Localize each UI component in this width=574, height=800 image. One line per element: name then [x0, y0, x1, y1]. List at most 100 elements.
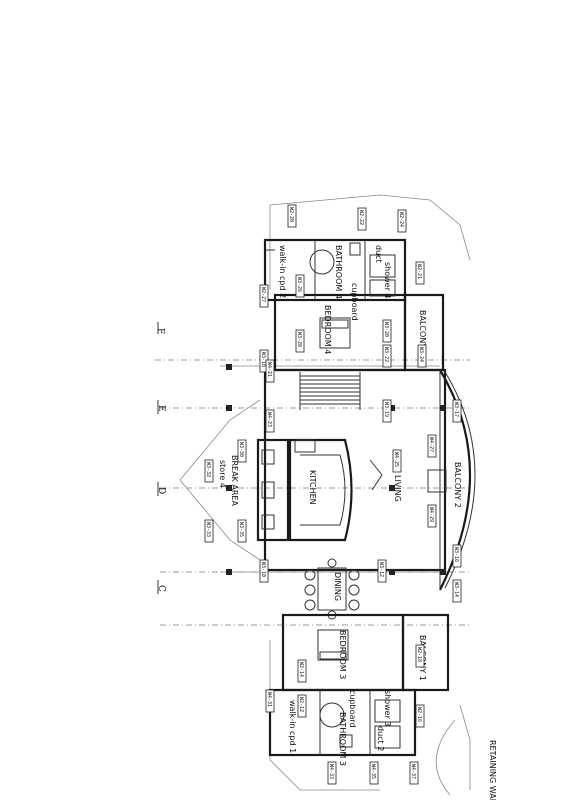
window-tag: W2-22	[357, 207, 367, 231]
axis-markers: F E D C	[155, 322, 166, 594]
room-label-store-4: store 4	[218, 460, 227, 488]
window-tag-label: W2-20	[288, 207, 294, 222]
window-tag: W4-27	[427, 434, 437, 458]
window-tag-label: W3-26	[296, 277, 302, 292]
dining-table	[304, 558, 360, 620]
window-tag-label: W4-25	[393, 452, 399, 467]
window-tag: W4-29	[427, 504, 437, 528]
window-tag-label: W3-19	[383, 402, 389, 417]
window-tag-label: W3-17	[453, 402, 459, 417]
window-tag: W2-21	[415, 261, 425, 285]
room-label-dining: DINING	[333, 572, 342, 601]
room-label-kitchen: KITCHEN	[308, 470, 317, 505]
room-label-bathroom-4: BATHROOM 4	[334, 245, 343, 299]
room-label-break-area: BREAK AREA	[230, 455, 239, 506]
window-tag: W2-14	[297, 659, 307, 683]
central-block	[256, 368, 447, 572]
window-tag-label: W4-37	[410, 764, 416, 779]
room-label-duct-bottom: duct 2	[376, 726, 385, 751]
window-tag-label: W2-27	[260, 287, 266, 302]
window-tag: W4-21	[265, 359, 275, 383]
window-tag: W3-10	[259, 559, 269, 583]
grid-lines	[155, 359, 470, 626]
window-tag: W3-26	[295, 274, 305, 298]
window-tag-label: W2-22	[358, 210, 364, 225]
window-tag-label: W3-33	[205, 522, 211, 537]
window-tag: W3-30	[237, 439, 247, 463]
window-tag-label: W3-20	[383, 322, 389, 337]
window-tag: W4-33	[327, 761, 337, 785]
window-tag-label: W2-24	[398, 212, 404, 227]
room-label-bathroom-3: BATHROOM 3	[338, 712, 347, 766]
axis-label-f: F	[155, 328, 165, 334]
window-tag: W3-32	[204, 459, 214, 483]
window-tag: W2-24	[397, 209, 407, 233]
room-label-cupboard-top: cupboard	[350, 283, 359, 321]
window-tag: W3-35	[237, 519, 247, 543]
window-tag-label: W4-29	[428, 507, 434, 522]
window-tag-label: W2-21	[416, 264, 422, 279]
window-tag: W2-20	[287, 204, 297, 228]
window-tag-label: W3-32	[205, 462, 211, 477]
window-tag-label: W2-16	[416, 707, 422, 722]
room-label-cupboard-bottom: cupboard	[348, 690, 357, 728]
axis-label-e: E	[156, 405, 166, 412]
window-tag-label: W2-18	[416, 647, 422, 662]
room-label-duct-top: duct	[374, 245, 383, 263]
window-tag-label: W3-14	[453, 582, 459, 597]
window-tag: W2-16	[415, 704, 425, 728]
window-tag-label: W3-24	[418, 347, 424, 362]
note-retaining-wall: RETAINING WALL	[488, 740, 497, 800]
window-tag-label: W4-21	[266, 362, 272, 377]
room-label-bedroom-3: BEDROOM 3	[338, 630, 347, 679]
room-label-living: LIVING	[393, 475, 402, 502]
room-label-bedroom-4: BEDROOM 4	[323, 305, 332, 354]
window-tag: W2-27	[259, 284, 269, 308]
axis-label-d: D	[156, 487, 166, 494]
columns	[226, 364, 446, 575]
window-tag: W3-28	[295, 329, 305, 353]
window-tag-label: W4-23	[266, 412, 272, 427]
window-tag: W2-18	[415, 644, 425, 668]
room-label-balcony-3: BALCONY 3	[418, 310, 427, 356]
room-labels: walk-in cpd 2 BATHROOM 4 cupboard duct s…	[218, 245, 497, 800]
window-tag: W3-20	[382, 319, 392, 343]
window-tag-label: W3-12	[378, 562, 384, 577]
window-tag-label: W3-10	[260, 562, 266, 577]
window-tag-label: W3-22	[383, 347, 389, 362]
window-tag: W4-35	[369, 761, 379, 785]
window-tag-label: W3-28	[296, 332, 302, 347]
window-tag: W4-23	[265, 409, 275, 433]
window-tag-label: W3-16	[453, 547, 459, 562]
window-tag-label: W2-12	[298, 697, 304, 712]
window-tag: W3-17	[452, 399, 462, 423]
window-tag: W3-24	[417, 344, 427, 368]
window-tag-label: W3-30	[238, 442, 244, 457]
window-tag-label: W2-14	[298, 662, 304, 677]
window-tag: W3-12	[377, 559, 387, 583]
stair	[300, 372, 361, 410]
window-tag: W3-14	[452, 579, 462, 603]
lower-wing	[268, 613, 450, 757]
window-tag: W4-31	[265, 689, 275, 713]
window-tag: W4-37	[409, 761, 419, 785]
window-tag-label: W4-35	[370, 764, 376, 779]
window-tag-label: W3-18	[260, 352, 266, 367]
window-tag: W2-12	[297, 694, 307, 718]
window-tag-label: W4-27	[428, 437, 434, 452]
window-tag: W3-33	[204, 519, 214, 543]
room-label-shower-4: shower 4	[383, 262, 392, 299]
window-tag: W3-16	[452, 544, 462, 568]
window-tag-label: W4-31	[266, 692, 272, 707]
axis-label-c: C	[156, 585, 166, 592]
room-label-shower-3: shower 3	[383, 690, 392, 727]
window-tag: W3-22	[382, 344, 392, 368]
window-tag: W3-19	[382, 399, 392, 423]
room-label-walkin-cpd-2: walk-in cpd 2	[278, 245, 287, 298]
window-tag: W4-25	[392, 449, 402, 473]
room-label-walkin-cpd-1: walk-in cpd 1	[288, 700, 297, 753]
room-label-balcony-2: BALCONY 2	[453, 462, 462, 508]
window-tag-label: W4-33	[328, 764, 334, 779]
